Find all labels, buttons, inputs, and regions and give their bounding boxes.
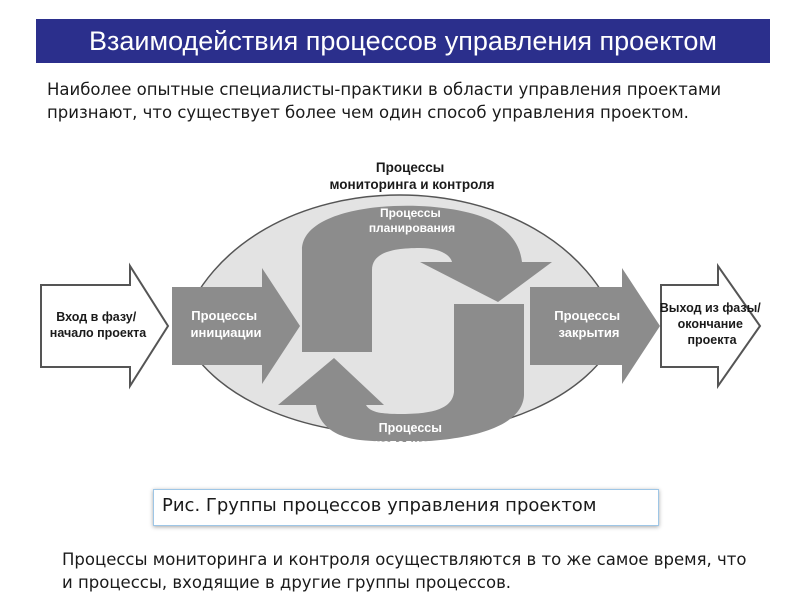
entry-label: Вход в фазу/ начало проекта	[50, 310, 147, 340]
closing-label: Процессы закрытия	[554, 308, 623, 340]
initiation-label: Процессы инициации	[190, 308, 261, 340]
exit-label: Выход из фазы/ окончание проекта	[660, 301, 764, 347]
intro-text: Наиболее опытные специалисты-практики в …	[47, 80, 722, 122]
process-groups-diagram: Процессы мониторинга и контроля Процессы…	[40, 160, 764, 451]
closing-arrow	[530, 268, 660, 384]
outro-text: Процессы мониторинга и контроля осуществ…	[62, 550, 747, 592]
initiation-arrow	[172, 268, 300, 384]
planning-flow-shape	[302, 205, 552, 352]
exit-arrow	[660, 262, 762, 390]
planning-label: Процессы планирования	[369, 206, 455, 235]
slide-title: Взаимодействия процессов управления прое…	[36, 19, 770, 63]
entry-arrow	[40, 262, 170, 390]
execution-label: Процессы исполнения	[375, 421, 449, 451]
execution-flow-shape	[278, 304, 524, 442]
figure-caption: Рис. Группы процессов управления проекто…	[153, 489, 659, 526]
monitoring-label: Процессы мониторинга и контроля	[329, 160, 494, 192]
